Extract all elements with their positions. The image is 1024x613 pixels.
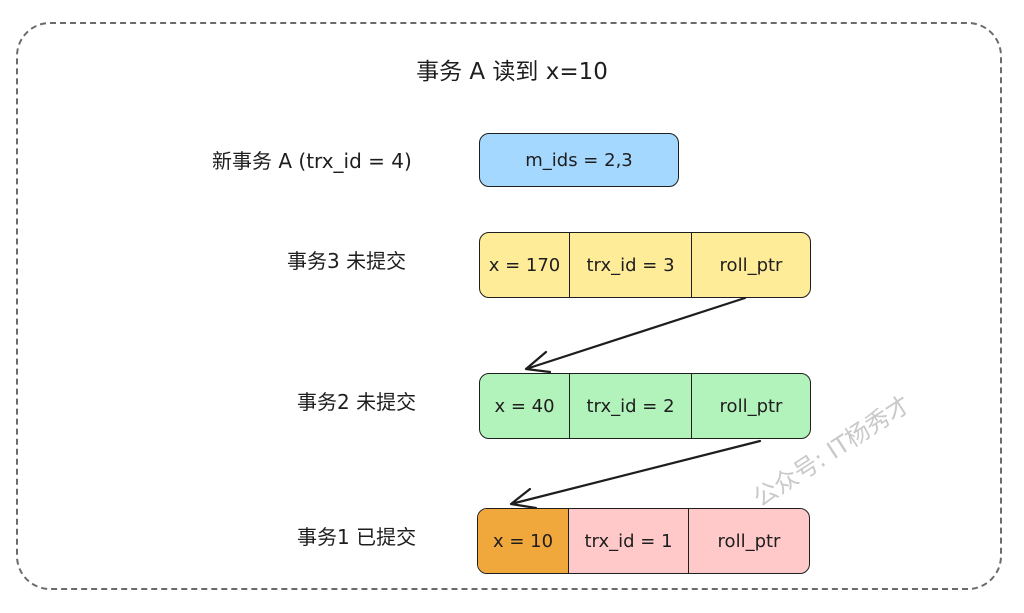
roll-ptr-cell: roll_ptr [691, 374, 810, 438]
trx-id-cell: trx_id = 1 [568, 509, 688, 573]
read-view-label: 新事务 A (trx_id = 4) [212, 149, 412, 173]
row-label-trx1: 事务1 已提交 [297, 525, 417, 549]
row-label-trx2: 事务2 未提交 [297, 390, 417, 414]
version-record-trx1: x = 10 trx_id = 1 roll_ptr [477, 508, 810, 574]
m-ids-box: m_ids = 2,3 [479, 133, 679, 187]
version-record-trx2: x = 40 trx_id = 2 roll_ptr [479, 373, 811, 439]
row-label-trx3: 事务3 未提交 [287, 249, 407, 273]
m-ids-text: m_ids = 2,3 [525, 149, 633, 171]
trx-id-cell: trx_id = 3 [569, 233, 691, 297]
trx-id-cell: trx_id = 2 [569, 374, 691, 438]
value-cell: x = 170 [488, 254, 561, 276]
roll-ptr-cell: roll_ptr [688, 509, 809, 573]
diagram-title: 事务 A 读到 x=10 [416, 59, 608, 85]
value-cell: x = 10 [478, 509, 568, 573]
version-record-trx3: x = 170 trx_id = 3 roll_ptr [479, 232, 811, 298]
diagram-frame [16, 22, 1002, 590]
value-cell: x = 40 [494, 395, 555, 417]
roll-ptr-cell: roll_ptr [691, 233, 810, 297]
